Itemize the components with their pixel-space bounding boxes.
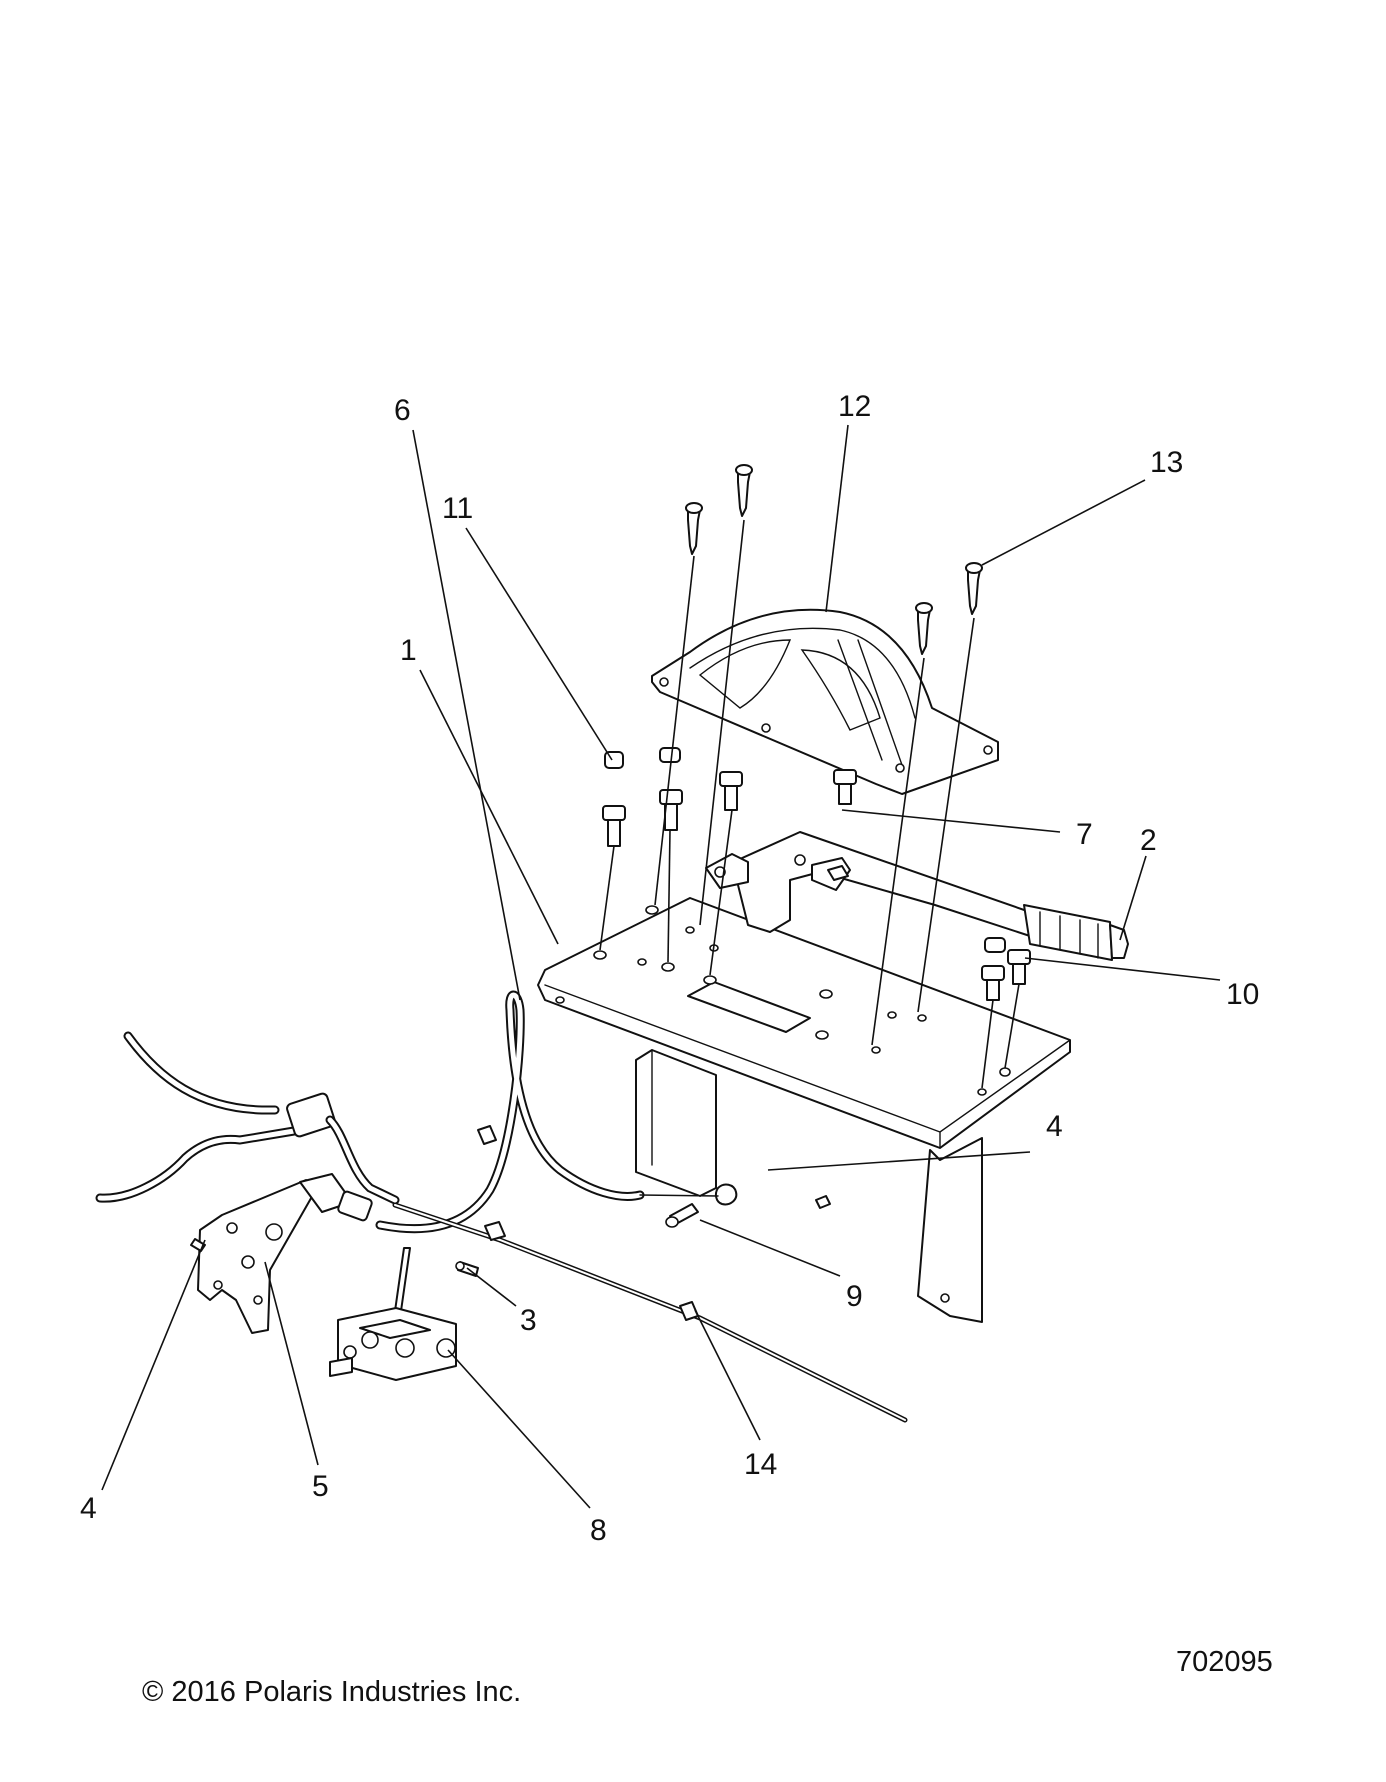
brake-switch bbox=[329, 1247, 457, 1381]
callout-11: 11 bbox=[442, 492, 473, 525]
callout-7: 7 bbox=[1076, 818, 1093, 851]
callout-3: 3 bbox=[520, 1304, 537, 1337]
callout-5: 5 bbox=[312, 1470, 329, 1503]
bolts-and-nuts bbox=[602, 747, 1031, 1209]
mounting-plate bbox=[537, 897, 1071, 1323]
callout-6: 6 bbox=[394, 394, 411, 427]
callout-labels: 1 2 3 4 4 5 6 7 8 9 10 11 12 13 14 bbox=[80, 390, 1259, 1547]
callout-12: 12 bbox=[838, 390, 871, 423]
callout-13: 13 bbox=[1150, 446, 1183, 479]
lever-boot-cover bbox=[651, 608, 999, 795]
clevis-pin-large bbox=[665, 1203, 699, 1228]
drawing-number: 702095 bbox=[1176, 1646, 1273, 1678]
leader-lines bbox=[101, 424, 1221, 1509]
callout-10: 10 bbox=[1226, 978, 1259, 1011]
callout-2: 2 bbox=[1140, 824, 1157, 857]
screws bbox=[685, 464, 983, 655]
callout-14: 14 bbox=[744, 1448, 777, 1481]
mounting-bracket bbox=[190, 1173, 373, 1334]
callout-4-left: 4 bbox=[80, 1492, 97, 1525]
parking-brake-lever bbox=[705, 831, 1129, 961]
callout-9: 9 bbox=[846, 1280, 863, 1313]
copyright-notice: © 2016 Polaris Industries Inc. bbox=[142, 1676, 522, 1708]
callout-8: 8 bbox=[590, 1514, 607, 1547]
callout-4-right: 4 bbox=[1046, 1110, 1063, 1143]
brake-cable-harness bbox=[95, 990, 908, 1423]
callout-1: 1 bbox=[400, 634, 417, 667]
